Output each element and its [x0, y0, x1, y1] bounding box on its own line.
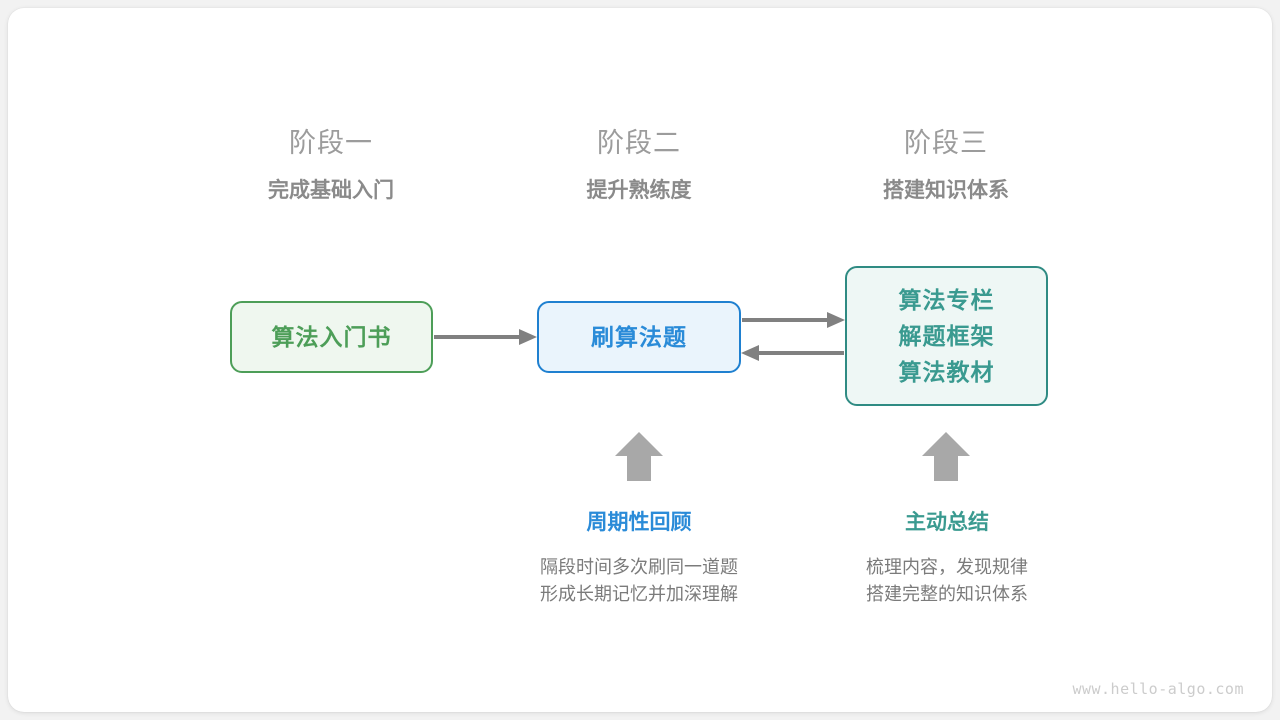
annotation-review-title: 周期性回顾	[586, 511, 692, 534]
stage-header-1: 阶段一 完成基础入门	[201, 126, 461, 206]
node-resources-line-2: 解题框架	[898, 323, 995, 349]
stage-header-3: 阶段三 搭建知识体系	[816, 126, 1076, 206]
node-intro-book: 算法入门书	[230, 301, 433, 373]
stage-2-subtitle: 提升熟练度	[586, 179, 692, 202]
node-practice-problems: 刷算法题	[537, 301, 741, 373]
annotation-review-desc-line-1: 隔段时间多次刷同一道题	[540, 557, 738, 577]
node-resources-line-3: 算法教材	[898, 359, 995, 385]
node-intro-book-label: 算法入门书	[271, 324, 392, 350]
stage-1-title: 阶段一	[289, 128, 373, 158]
stage-3-title: 阶段三	[904, 128, 988, 158]
stage-3-subtitle: 搭建知识体系	[883, 179, 1009, 202]
annotation-summary-desc-line-2: 搭建完整的知识体系	[866, 584, 1028, 604]
annotation-active-summary: 主动总结 梳理内容，发现规律 搭建完整的知识体系	[797, 508, 1097, 608]
annotation-periodic-review: 周期性回顾 隔段时间多次刷同一道题 形成长期记忆并加深理解	[489, 508, 789, 608]
annotation-summary-desc-line-1: 梳理内容，发现规律	[866, 557, 1028, 577]
stage-1-subtitle: 完成基础入门	[268, 179, 394, 202]
node-learning-resources: 算法专栏 解题框架 算法教材	[845, 266, 1048, 406]
stage-2-title: 阶段二	[597, 128, 681, 158]
node-practice-problems-label: 刷算法题	[591, 324, 687, 350]
watermark-url: www.hello-algo.com	[1072, 680, 1244, 698]
stage-header-2: 阶段二 提升熟练度	[509, 126, 769, 206]
annotation-review-description: 隔段时间多次刷同一道题 形成长期记忆并加深理解	[489, 554, 789, 608]
annotation-summary-description: 梳理内容，发现规律 搭建完整的知识体系	[797, 554, 1097, 608]
annotation-summary-title: 主动总结	[905, 511, 989, 534]
annotation-review-desc-line-2: 形成长期记忆并加深理解	[540, 584, 738, 604]
node-resources-line-1: 算法专栏	[898, 287, 995, 313]
